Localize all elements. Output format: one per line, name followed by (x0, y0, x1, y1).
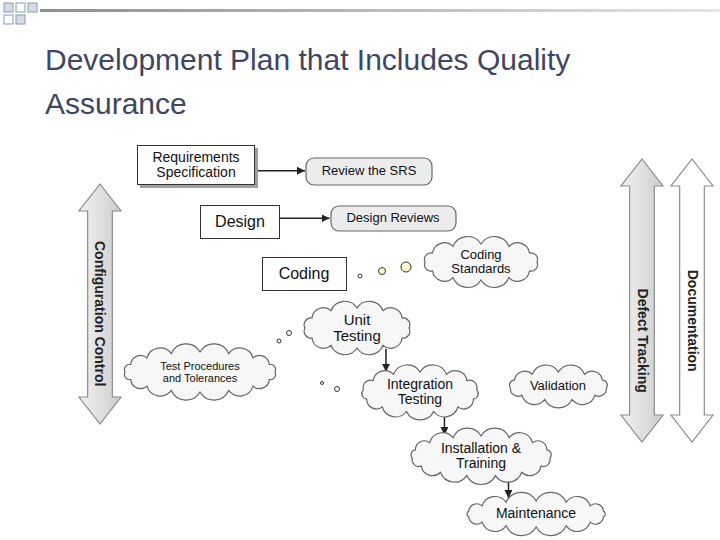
double-arrow-band: Documentation (670, 158, 714, 443)
corner-square (4, 15, 13, 24)
thought-bubble (379, 268, 386, 275)
cloud-outline (124, 344, 275, 400)
thought-bubble (287, 331, 292, 336)
thought-cloud: Maintenance (460, 494, 612, 534)
node-label: Review the SRS (322, 164, 417, 178)
thought-cloud: Validation (503, 365, 614, 407)
thought-cloud: Installation & Training (405, 429, 557, 483)
node-label: Integration Testing (377, 377, 462, 408)
thought-cloud: Integration Testing (356, 365, 484, 419)
review-box: Design Reviews (330, 205, 457, 232)
review-box: Review the SRS (305, 157, 433, 186)
thought-cloud: Test Procedures and Tolerances (118, 345, 282, 399)
process-box: Requirements Specification (137, 145, 255, 185)
node-label: Design Reviews (346, 211, 439, 225)
node-label: Coding Standards (446, 248, 516, 277)
rounded-outline (306, 158, 432, 185)
node-label: Requirements Specification (146, 150, 246, 181)
flow-arrow (280, 218, 330, 220)
node-label: Installation & Training (431, 441, 531, 472)
thought-bubble (358, 274, 362, 278)
process-box: Design (200, 205, 280, 239)
node-label: Test Procedures and Tolerances (153, 360, 248, 384)
corner-square (4, 3, 13, 12)
arrow-outline (621, 159, 663, 442)
cloud-outline (304, 301, 410, 354)
arrow-outline (79, 184, 121, 424)
cloud-outline (362, 365, 478, 420)
thought-bubble (277, 339, 281, 343)
double-arrow-band: Configuration Control (78, 183, 122, 425)
thought-bubble (401, 262, 411, 272)
flow-arrow (255, 170, 305, 172)
node-label: Configuration Control (92, 241, 107, 386)
cloud-outline (424, 237, 537, 288)
cloud-outline (509, 365, 607, 408)
arrow-outline (671, 159, 713, 442)
slide-title: Development Plan that Includes Quality A… (45, 38, 605, 126)
corner-square (16, 3, 25, 12)
cloud-outline (411, 428, 551, 484)
node-label: Documentation (684, 270, 699, 372)
flow-arrow (385, 349, 387, 372)
thought-cloud: Unit Testing (298, 301, 416, 355)
thought-cloud: Coding Standards (418, 237, 544, 287)
cloud-outline (467, 492, 605, 535)
corner-square (16, 15, 25, 24)
rounded-outline (331, 206, 456, 231)
node-label: Defect Tracking (634, 288, 649, 392)
corner-square (28, 3, 37, 12)
node-label: Validation (530, 379, 586, 393)
node-label: Design (215, 213, 265, 231)
node-label: Coding (279, 265, 330, 283)
process-box: Coding (262, 257, 347, 291)
node-label: Unit Testing (325, 312, 390, 345)
thought-bubble (321, 382, 324, 385)
top-rule (40, 9, 720, 12)
double-arrow-band: Defect Tracking (620, 158, 664, 443)
node-label: Maintenance (496, 506, 576, 521)
thought-bubble (335, 387, 340, 392)
